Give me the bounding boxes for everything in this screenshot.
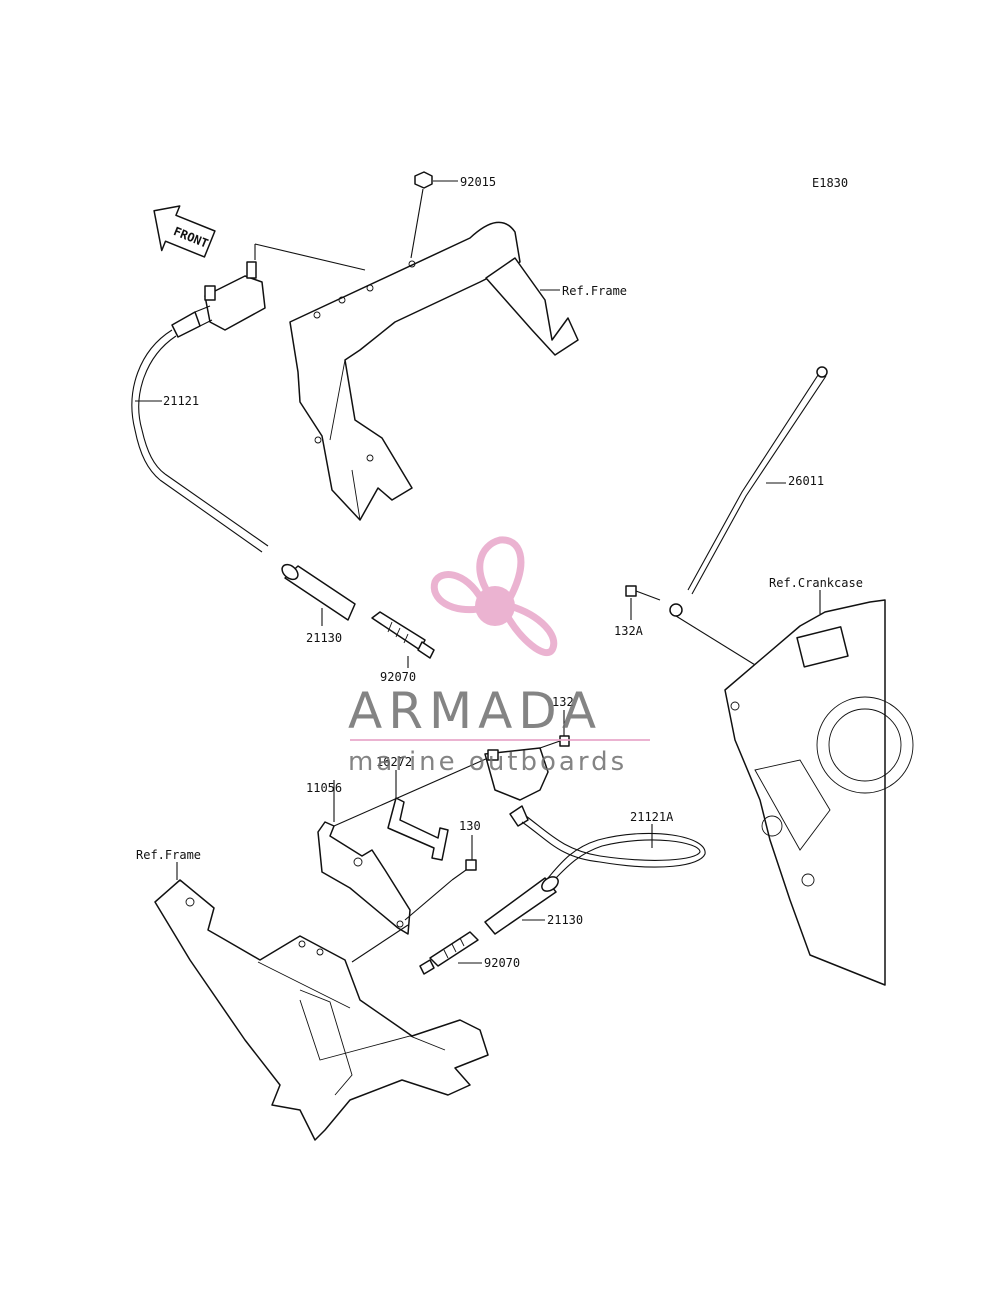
watermark-logo: ARMADA marine outboards — [348, 536, 650, 777]
ignition-coil-top — [171, 243, 366, 338]
bracket-11056 — [317, 757, 489, 935]
bolt-132A — [625, 585, 661, 620]
crankcase — [724, 590, 914, 986]
label-21130-bottom: 21130 — [547, 913, 583, 927]
ignition-coil-bottom — [484, 747, 549, 827]
spark-plug-92070-top — [371, 611, 435, 668]
label-132: 132 — [552, 695, 574, 709]
plug-cap-21130-top — [281, 563, 356, 626]
upper-frame-bracket — [289, 221, 579, 521]
cable-26011 — [669, 366, 828, 669]
bolt-130 — [404, 835, 477, 921]
propeller-icon — [430, 536, 558, 656]
label-21130-top: 21130 — [306, 631, 342, 645]
label-21121A: 21121A — [630, 810, 674, 824]
label-26011: 26011 — [788, 474, 824, 488]
label-92070-top: 92070 — [380, 670, 416, 684]
label-16272: 16272 — [376, 755, 412, 769]
cable-21121 — [131, 329, 269, 553]
label-92070-bottom: 92070 — [484, 956, 520, 970]
label-ref-frame-top: Ref.Frame — [562, 284, 627, 298]
propeller-hub — [475, 586, 515, 626]
spark-plug-92070-bottom — [419, 931, 482, 975]
label-11056: 11056 — [306, 781, 342, 795]
label-92015: 92015 — [460, 175, 496, 189]
cable-21121A — [521, 815, 706, 881]
lower-frame — [154, 862, 489, 1141]
watermark-subtitle: marine outboards — [348, 747, 627, 777]
label-21121: 21121 — [163, 394, 199, 408]
label-ref-frame-bottom: Ref.Frame — [136, 848, 201, 862]
label-130: 130 — [459, 819, 481, 833]
label-132A: 132A — [614, 624, 644, 638]
plug-cap-21130-bottom — [484, 876, 559, 935]
nut-92015 — [410, 171, 458, 259]
label-ref-crankcase: Ref.Crankcase — [769, 576, 863, 590]
front-arrow: FRONT — [153, 205, 216, 258]
watermark-title: ARMADA — [348, 682, 602, 740]
bracket-16272 — [387, 770, 449, 861]
diagram-code: E1830 — [812, 176, 848, 190]
